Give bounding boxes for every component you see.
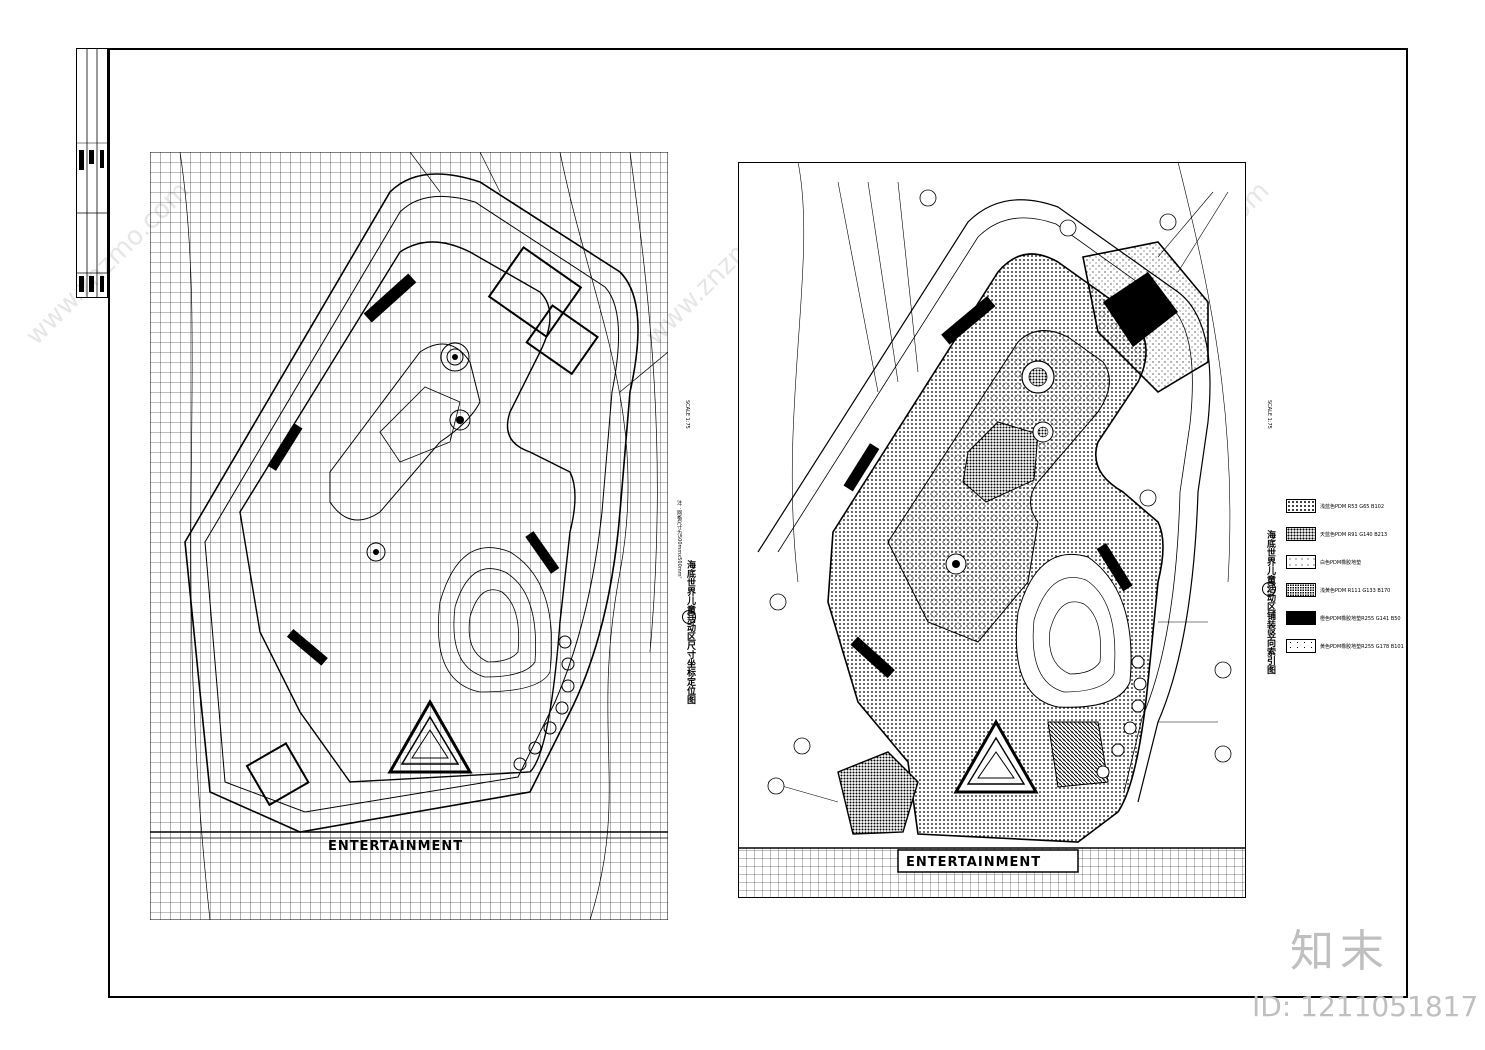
- right-entrance-text: ENTERTAINMENT: [906, 855, 1041, 870]
- right-panel-scale: SCALE 1:75: [1266, 400, 1272, 429]
- dimension-plan-panel: ENTERTAINMENT: [149, 151, 669, 921]
- left-panel-note: 注：网格尺寸为500mmx500mm。: [676, 500, 682, 582]
- legend-item: 黄色PDM橡胶地垫R255 G178 B101: [1286, 632, 1416, 660]
- paving-index-drawing: ENTERTAINMENT: [738, 161, 1246, 898]
- legend-label: 黄色PDM橡胶地垫R255 G178 B101: [1320, 643, 1404, 650]
- left-entrance-text: ENTERTAINMENT: [328, 839, 463, 854]
- watermark-logo: 知末: [1290, 926, 1390, 977]
- legend-swatch-fine-dots: [1286, 583, 1316, 597]
- title-block-strip: [76, 48, 108, 298]
- legend-item: 浅黄色PDM R111 G133 B170: [1286, 576, 1416, 604]
- legend-label: 浅蓝色PDM R53 G65 B102: [1320, 503, 1384, 510]
- material-legend: 浅蓝色PDM R53 G65 B102 天蓝色PDM R91 G140 B213…: [1286, 492, 1416, 660]
- watermark-id: ID: 1211051817: [1252, 990, 1479, 1023]
- legend-label: 橙色PDM橡胶地垫R255 G141 B50: [1320, 615, 1401, 622]
- left-panel-scale: SCALE 1:75: [684, 400, 690, 429]
- right-panel-number: 2: [1262, 582, 1276, 596]
- drawing-frame: [108, 48, 1408, 998]
- paving-index-panel: ENTERTAINMENT: [738, 161, 1246, 898]
- legend-swatch-speckle: [1286, 555, 1316, 569]
- legend-item: 白色PDM橡胶地垫: [1286, 548, 1416, 576]
- dimension-plan-drawing: ENTERTAINMENT: [149, 151, 669, 921]
- legend-label: 白色PDM橡胶地垫: [1320, 559, 1362, 566]
- legend-label: 天蓝色PDM R91 G140 B213: [1320, 531, 1388, 538]
- legend-swatch-black: [1286, 611, 1316, 625]
- legend-item: 橙色PDM橡胶地垫R255 G141 B50: [1286, 604, 1416, 632]
- legend-swatch-dense-dots: [1286, 527, 1316, 541]
- legend-item: 天蓝色PDM R91 G140 B213: [1286, 520, 1416, 548]
- legend-item: 浅蓝色PDM R53 G65 B102: [1286, 492, 1416, 520]
- legend-swatch-sparse: [1286, 639, 1316, 653]
- left-panel-number: 1: [682, 610, 696, 624]
- legend-label: 浅黄色PDM R111 G133 B170: [1320, 587, 1391, 594]
- right-panel-caption: 海底世界儿童活动区铺装竖向索引图: [1265, 530, 1275, 674]
- legend-swatch-dots: [1286, 499, 1316, 513]
- left-panel-caption: 海底世界儿童活动区尺寸坐标定位图: [685, 560, 695, 704]
